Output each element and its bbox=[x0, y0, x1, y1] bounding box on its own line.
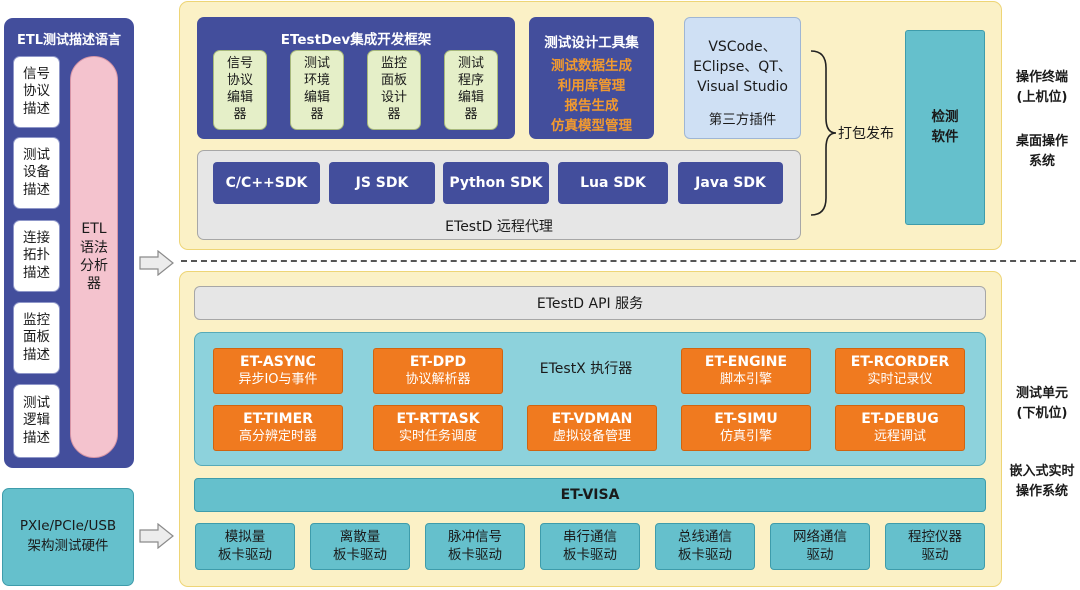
driver-bus: 总线通信 板卡驱动 bbox=[655, 523, 755, 570]
design-tools-list: 测试数据生成 利用库管理 报告生成 仿真模型管理 bbox=[529, 56, 654, 136]
third-party-label: 第三方插件 bbox=[708, 112, 777, 128]
tool-item: 利用库管理 bbox=[557, 78, 626, 94]
section-divider bbox=[181, 260, 1076, 262]
side-label-embedded-os: 嵌入式实时 操作系统 bbox=[1009, 464, 1075, 499]
editor-signal-protocol: 信号 协议 编辑 器 bbox=[213, 50, 267, 130]
module-simu: ET-SIMU 仿真引擎 bbox=[681, 405, 811, 451]
hardware-to-lower-arrow-icon bbox=[139, 523, 174, 549]
module-engine: ET-ENGINE 脚本引擎 bbox=[681, 348, 811, 394]
etl-item-test-device: 测试 设备 描述 bbox=[13, 137, 60, 209]
driver-instrument: 程控仪器 驱动 bbox=[885, 523, 985, 570]
driver-analog: 模拟量 板卡驱动 bbox=[195, 523, 295, 570]
module-debug: ET-DEBUG 远程调试 bbox=[835, 405, 965, 451]
side-label-operate-terminal: 操作终端 (上机位) bbox=[1015, 70, 1068, 105]
sdk-js: JS SDK bbox=[329, 162, 435, 204]
module-rcorder: ET-RCORDER 实时记录仪 bbox=[835, 348, 965, 394]
etl-syntax-analyzer: ETL 语法 分析 器 bbox=[70, 56, 118, 458]
driver-discrete: 离散量 板卡驱动 bbox=[310, 523, 410, 570]
driver-network: 网络通信 驱动 bbox=[770, 523, 870, 570]
remote-proxy-label: ETestD 远程代理 bbox=[445, 219, 553, 235]
tool-item: 测试数据生成 bbox=[551, 58, 632, 74]
etl-item-topology: 连接 拓扑 描述 bbox=[13, 220, 60, 292]
pack-release-label: 打包发布 bbox=[838, 126, 894, 142]
third-party-ide-list: VSCode、 EClipse、QT、 Visual Studio bbox=[693, 39, 792, 95]
executor-label: ETestX 执行器 bbox=[539, 361, 633, 377]
et-visa-box: ET-VISA bbox=[194, 478, 986, 512]
editor-monitor-panel: 监控 面板 设计 器 bbox=[367, 50, 421, 130]
design-tools-box bbox=[529, 17, 654, 139]
side-label-test-unit: 测试单元 (下机位) bbox=[1015, 386, 1068, 421]
side-label-desktop-os: 桌面操作 系统 bbox=[1015, 134, 1068, 169]
detection-software-box: 检测 软件 bbox=[905, 30, 985, 225]
etestdev-title: ETestDev集成开发框架 bbox=[280, 32, 432, 48]
module-timer: ET-TIMER 高分辨定时器 bbox=[213, 405, 343, 451]
etl-item-test-logic: 测试 逻辑 描述 bbox=[13, 384, 60, 458]
hardware-box: PXIe/PCIe/USB 架构测试硬件 bbox=[2, 488, 134, 586]
editor-test-environment: 测试 环境 编辑 器 bbox=[290, 50, 344, 130]
third-party-plugins-box bbox=[684, 17, 801, 139]
module-vdman: ET-VDMAN 虚拟设备管理 bbox=[527, 405, 657, 451]
driver-pulse: 脉冲信号 板卡驱动 bbox=[425, 523, 525, 570]
etl-panel-title: ETL测试描述语言 bbox=[16, 33, 122, 48]
design-tools-title: 测试设计工具集 bbox=[544, 35, 639, 51]
tool-item: 报告生成 bbox=[564, 98, 619, 114]
driver-serial: 串行通信 板卡驱动 bbox=[540, 523, 640, 570]
module-async: ET-ASYNC 异步IO与事件 bbox=[213, 348, 343, 394]
module-dpd: ET-DPD 协议解析器 bbox=[373, 348, 503, 394]
etl-item-monitor-panel: 监控 面板 描述 bbox=[13, 302, 60, 374]
etl-item-signal-protocol: 信号 协议 描述 bbox=[13, 56, 60, 128]
sdk-lua: Lua SDK bbox=[558, 162, 668, 204]
tool-item: 仿真模型管理 bbox=[551, 118, 632, 134]
etl-to-upper-arrow-icon bbox=[139, 250, 174, 276]
module-rttask: ET-RTTASK 实时任务调度 bbox=[373, 405, 503, 451]
sdk-java: Java SDK bbox=[678, 162, 783, 204]
sdk-python: Python SDK bbox=[443, 162, 549, 204]
editor-test-program: 测试 程序 编辑 器 bbox=[444, 50, 498, 130]
sdk-cpp: C/C++SDK bbox=[213, 162, 320, 204]
pack-bracket-icon bbox=[810, 50, 837, 216]
api-service-box: ETestD API 服务 bbox=[194, 286, 986, 320]
